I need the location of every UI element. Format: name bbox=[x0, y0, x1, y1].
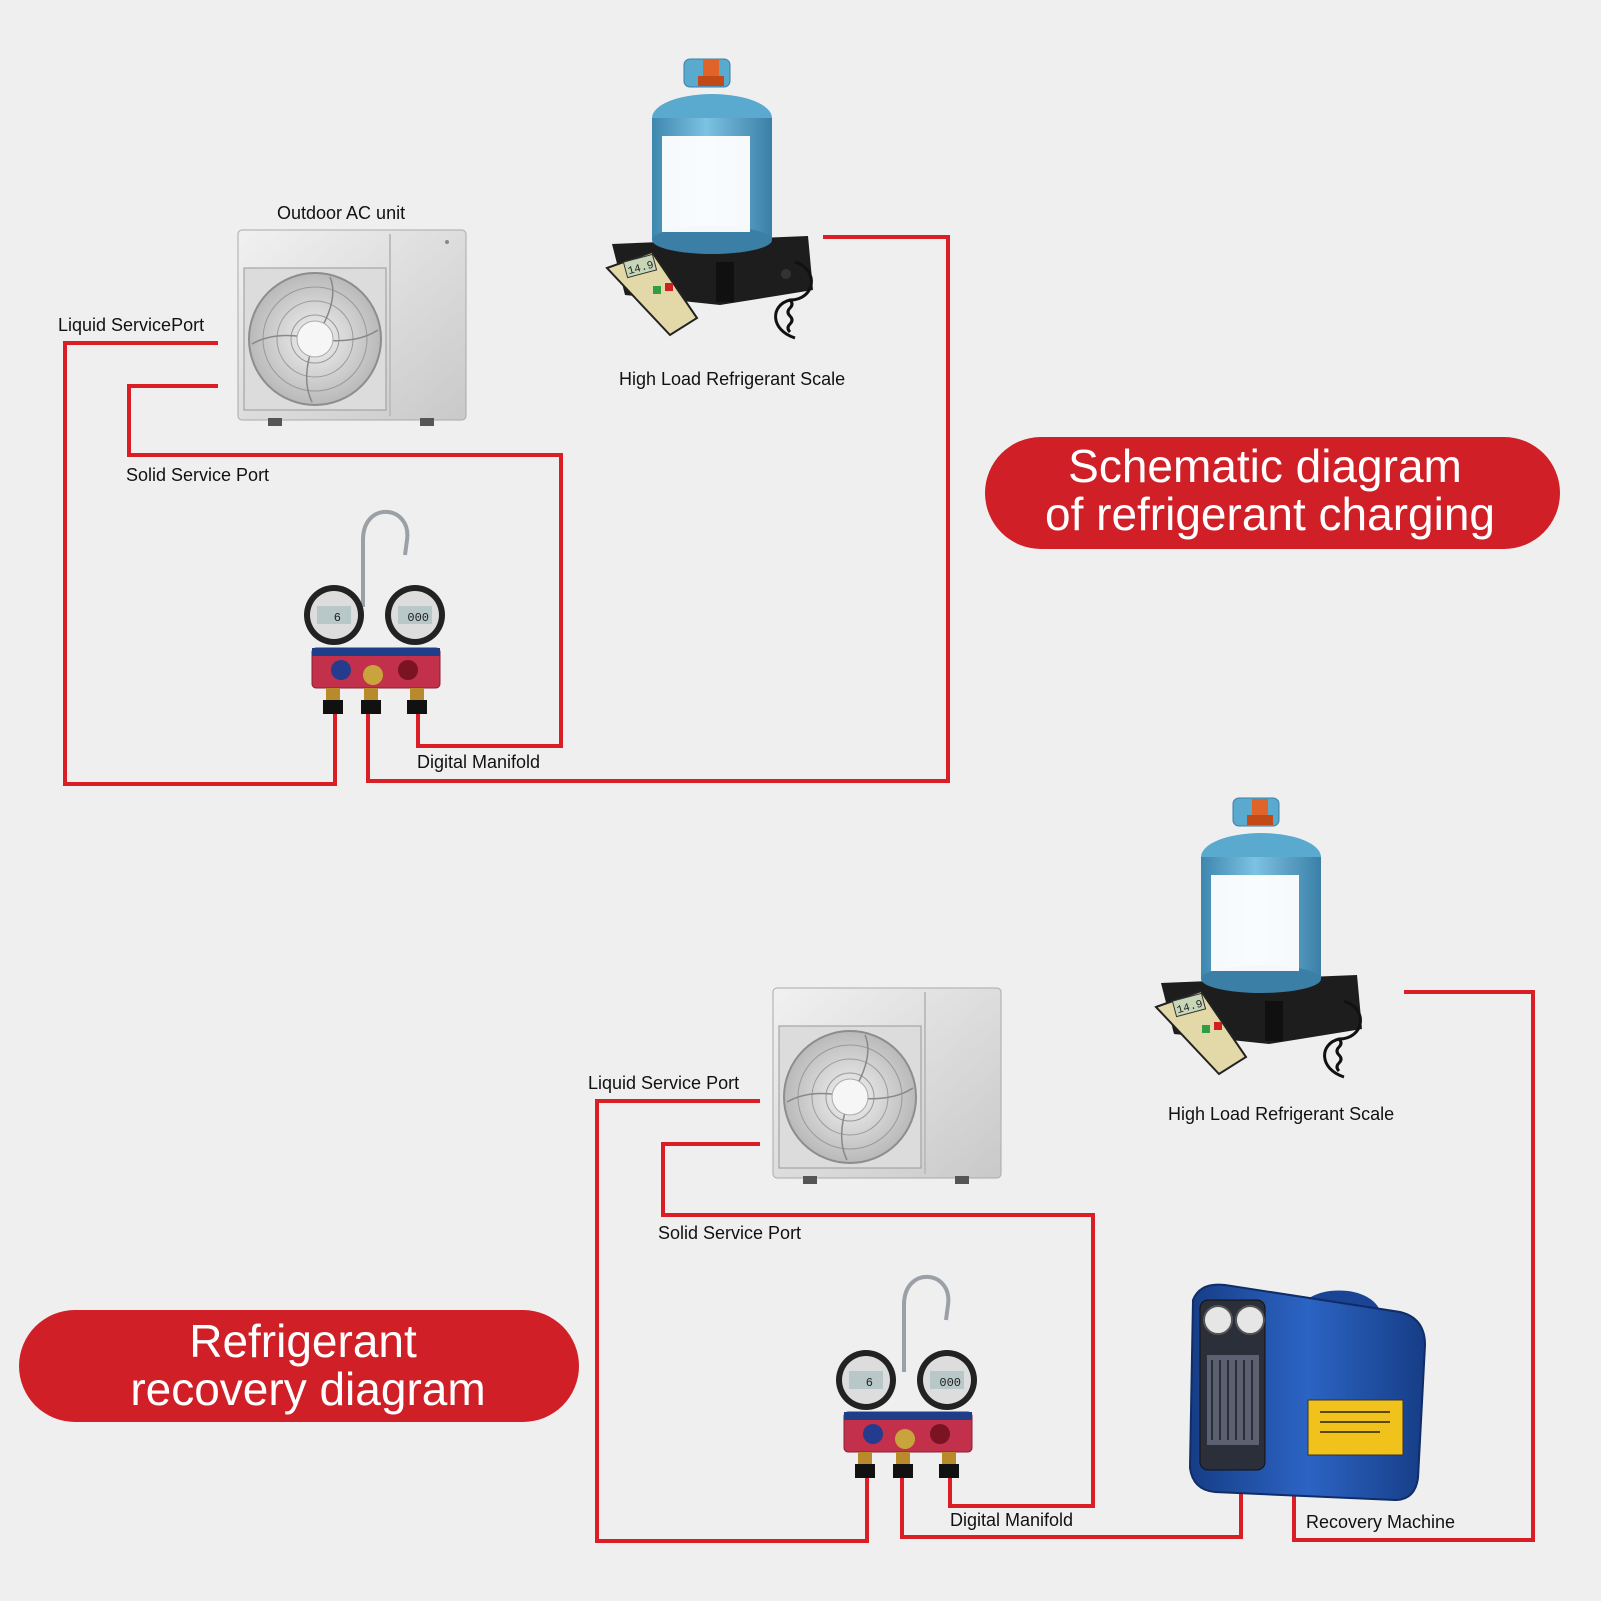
solid-port-label: Solid Service Port bbox=[126, 465, 269, 485]
hose-recovery-to-scale bbox=[1292, 990, 1535, 1542]
outdoor-unit-label: Outdoor AC unit bbox=[277, 203, 405, 223]
digital-manifold: 6 000 bbox=[304, 509, 445, 714]
right-gauge-display: 000 bbox=[407, 611, 429, 625]
charging-title-badge: Schematic diagram of refrigerant chargin… bbox=[985, 437, 1560, 549]
outdoor-ac-unit bbox=[772, 987, 1002, 1184]
solid-port-label: Solid Service Port bbox=[658, 1223, 801, 1243]
recovery-hoses bbox=[595, 990, 1535, 1543]
recovery-title-line1: Refrigerant bbox=[189, 1315, 417, 1367]
refrigerant-scale: 14.9 bbox=[1154, 975, 1362, 1079]
hose-liquid-port bbox=[595, 1099, 869, 1543]
manifold-label: Digital Manifold bbox=[417, 752, 540, 772]
high-pressure-gauge-icon: 000 bbox=[917, 1350, 977, 1410]
scale-label: High Load Refrigerant Scale bbox=[1168, 1104, 1394, 1124]
hose-solid-port bbox=[661, 1142, 1095, 1508]
refrigerant-scale: 14.9 bbox=[605, 236, 813, 340]
left-gauge-display: 6 bbox=[866, 1376, 873, 1390]
recovery-title-line2: recovery diagram bbox=[130, 1363, 485, 1415]
hose-solid-port bbox=[127, 384, 563, 748]
low-pressure-gauge-icon: 6 bbox=[836, 1350, 896, 1410]
charging-diagram: Outdoor AC unit Liquid ServicePort Solid… bbox=[58, 58, 1560, 786]
recovery-title-badge: Refrigerant recovery diagram bbox=[19, 1310, 579, 1422]
digital-manifold: 6 000 bbox=[836, 1274, 977, 1478]
hose-liquid-port bbox=[63, 341, 337, 786]
scale-controller: 14.9 bbox=[1154, 989, 1248, 1076]
low-pressure-gauge-icon: 6 bbox=[304, 585, 364, 645]
hose-scale bbox=[366, 235, 950, 783]
scale-label: High Load Refrigerant Scale bbox=[619, 369, 845, 389]
liquid-port-label: Liquid ServicePort bbox=[58, 315, 204, 335]
charging-title-line1: Schematic diagram bbox=[1068, 440, 1462, 492]
recovery-machine bbox=[1188, 1283, 1427, 1502]
hose-manifold-to-recovery bbox=[900, 1477, 1243, 1539]
refrigerant-tank bbox=[652, 58, 772, 254]
outdoor-ac-unit bbox=[237, 229, 467, 426]
right-gauge-display: 000 bbox=[939, 1376, 961, 1390]
fan-icon bbox=[248, 272, 382, 406]
manifold-label: Digital Manifold bbox=[950, 1510, 1073, 1530]
liquid-port-label: Liquid Service Port bbox=[588, 1073, 739, 1093]
high-pressure-gauge-icon: 000 bbox=[385, 585, 445, 645]
recovery-machine-label: Recovery Machine bbox=[1306, 1512, 1455, 1532]
fan-icon bbox=[783, 1030, 917, 1164]
left-gauge-display: 6 bbox=[334, 611, 341, 625]
charging-hoses bbox=[63, 235, 950, 786]
charging-title-line2: of refrigerant charging bbox=[1045, 488, 1495, 540]
refrigerant-tank bbox=[1201, 797, 1321, 993]
scale-controller: 14.9 bbox=[605, 250, 699, 337]
recovery-diagram: Liquid Service Port Solid Service Port 1… bbox=[19, 797, 1535, 1543]
